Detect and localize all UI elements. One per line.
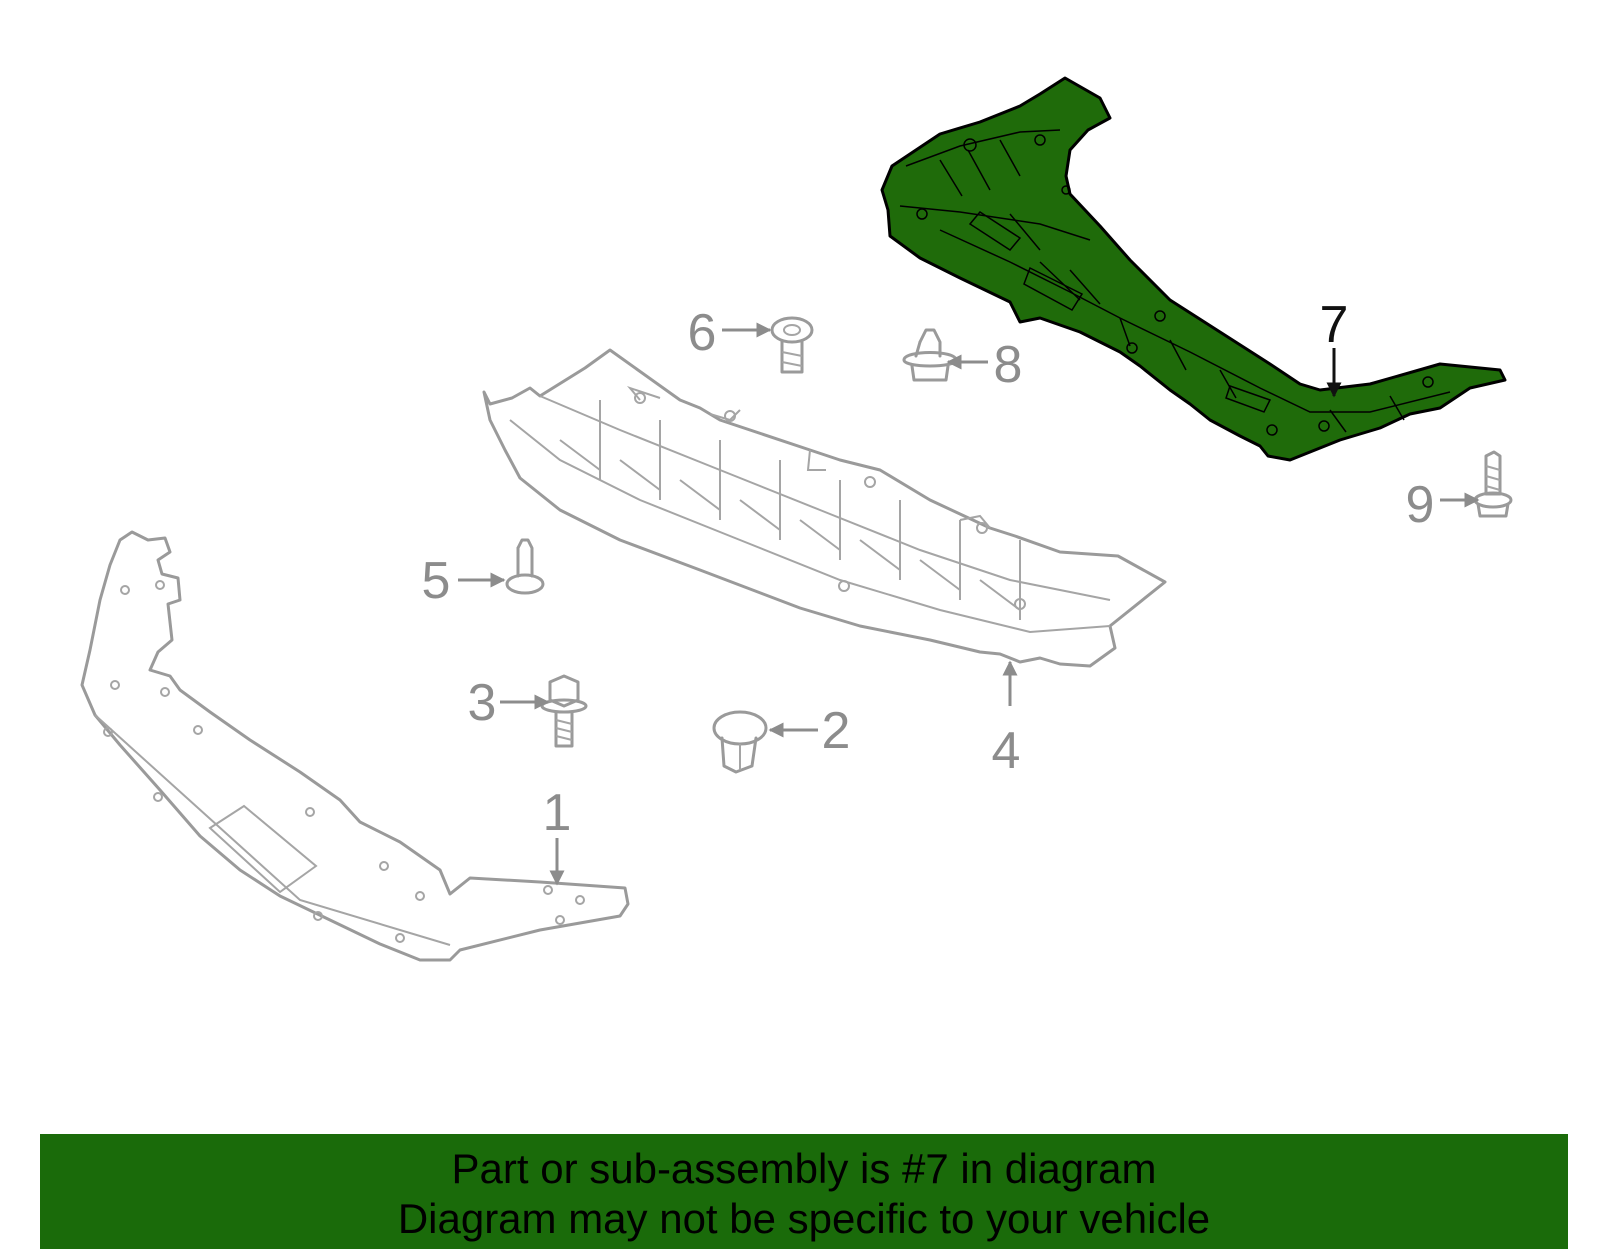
part-7-splash-shield[interactable] <box>880 76 1507 462</box>
callout-2: 2 <box>822 702 851 760</box>
banner-line-2: Diagram may not be specific to your vehi… <box>397 1195 1211 1242</box>
part-3-flange-bolt[interactable] <box>540 674 588 748</box>
leader-arrows <box>458 322 1480 886</box>
part-9-bolt[interactable] <box>1473 450 1513 518</box>
callout-numbers: 1 2 3 4 5 6 7 8 9 <box>422 296 1435 842</box>
part-2-push-clip[interactable] <box>712 710 768 774</box>
part-5-clip[interactable] <box>505 538 545 595</box>
part-6-grommet[interactable] <box>770 316 814 374</box>
callout-1: 1 <box>543 784 572 842</box>
callout-9: 9 <box>1406 476 1435 534</box>
callout-5: 5 <box>422 552 451 610</box>
callout-4: 4 <box>992 722 1021 780</box>
info-banner: Part or sub-assembly is #7 in diagram Di… <box>40 1134 1568 1249</box>
callout-6: 6 <box>688 304 717 362</box>
callout-3: 3 <box>468 674 497 732</box>
part-4-under-cover[interactable] <box>482 348 1167 668</box>
callout-7: 7 <box>1320 296 1349 354</box>
part-1-lower-deflector[interactable] <box>80 530 630 962</box>
part-8-push-rivet[interactable] <box>902 328 958 382</box>
callout-8: 8 <box>994 336 1023 394</box>
banner-line-1: Part or sub-assembly is #7 in diagram <box>451 1145 1157 1192</box>
